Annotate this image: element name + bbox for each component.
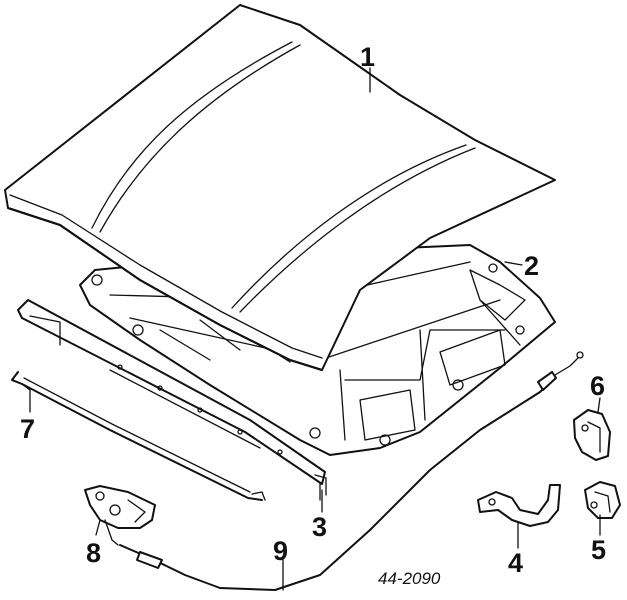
callout-6: 6 <box>590 371 605 401</box>
leader-lines <box>21 67 601 591</box>
callout-5: 5 <box>591 535 606 565</box>
hood-front-seal <box>17 299 327 501</box>
hood-bumper <box>573 409 611 461</box>
callout-1: 1 <box>360 42 375 72</box>
callout-8: 8 <box>86 538 101 568</box>
hood-latch <box>84 485 156 546</box>
diagram-code: 44-2090 <box>378 569 441 588</box>
callout-9: 9 <box>273 536 288 566</box>
callout-4: 4 <box>508 548 523 578</box>
latch-bracket <box>477 484 561 527</box>
hood-hinge <box>584 481 621 519</box>
callout-7: 7 <box>20 414 35 444</box>
callout-2: 2 <box>524 251 539 281</box>
hood-release-cable <box>119 351 584 591</box>
callout-3: 3 <box>312 512 327 542</box>
hood-prop-rod <box>11 371 266 501</box>
hood-outer-panel <box>4 4 556 371</box>
